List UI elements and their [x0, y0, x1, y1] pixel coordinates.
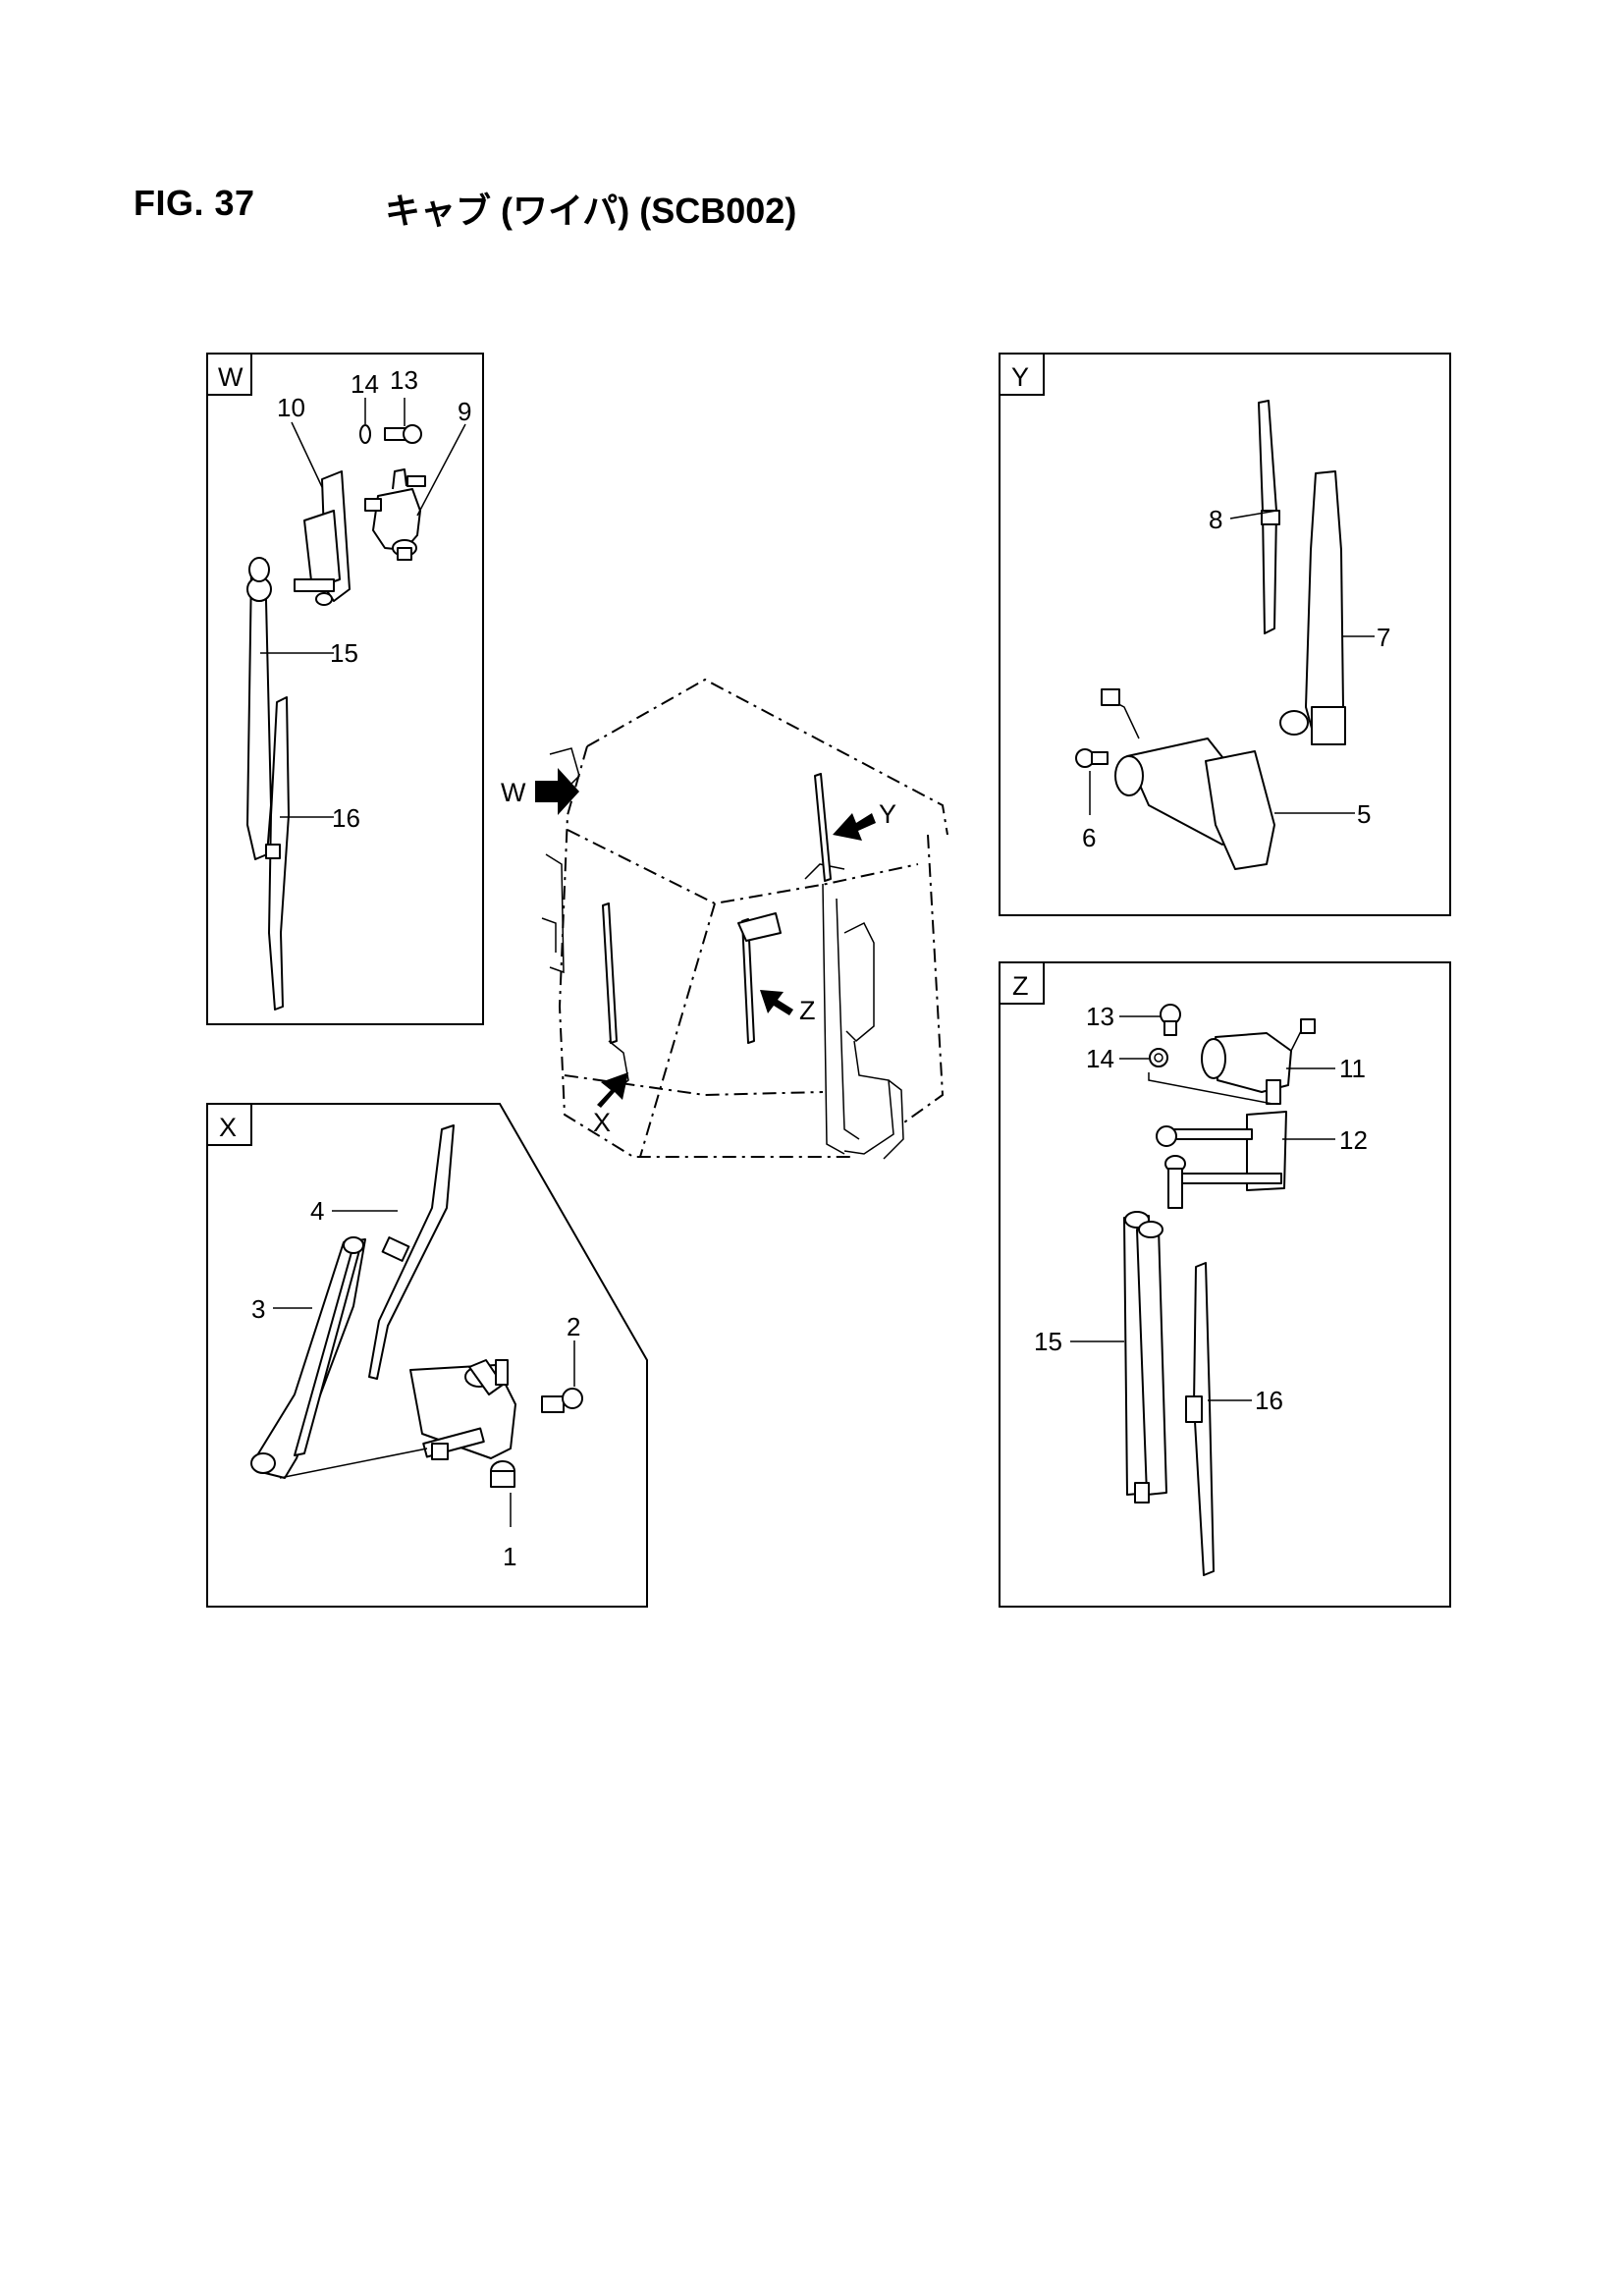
wiper-motor-w: [364, 468, 426, 561]
wiper-blade-x: [368, 1124, 455, 1380]
callout-z-16: 16: [1255, 1386, 1283, 1415]
panel-w: W: [206, 353, 484, 1025]
pivot-shaft-x: [422, 1427, 485, 1460]
bushing-1-x: [490, 1460, 515, 1488]
wiper-arm-y: [1279, 470, 1346, 745]
callout-w-15: 15: [330, 638, 358, 668]
cab-wiper-y: [814, 773, 832, 882]
cab-pillar-dash: [639, 902, 716, 1158]
panel-y-frame: [999, 353, 1451, 916]
cab-frame-left: [541, 747, 580, 974]
panel-y: Y 8 7 6 5: [999, 353, 1451, 916]
panel-y-tag-box: [999, 353, 1045, 396]
arrow-w: W: [501, 768, 579, 815]
washer-14-w: [359, 424, 371, 444]
panel-z-tag: Z: [1012, 971, 1029, 1001]
arrow-z-label: Z: [799, 996, 816, 1025]
callout-y-5: 5: [1357, 799, 1371, 829]
panel-z: Z: [999, 961, 1451, 1608]
callout-z-15: 15: [1034, 1327, 1062, 1356]
wiper-arm-w: [246, 557, 272, 860]
arrow-y-label: Y: [879, 799, 896, 829]
cab-midline-dash: [567, 829, 919, 905]
callout-w-13: 13: [390, 365, 418, 395]
bolt-6-y: [1075, 748, 1109, 768]
wiper-blade-z: [1185, 1262, 1215, 1576]
wiper-motor-x: [409, 1359, 516, 1459]
wiper-blade-w: [265, 696, 290, 1011]
panel-w-tag-box: [206, 353, 252, 396]
panel-x-tag: X: [219, 1113, 237, 1142]
callout-w-14: 14: [351, 369, 379, 399]
arrow-y: Y: [833, 799, 896, 841]
wiper-motor-z: [1201, 1018, 1317, 1105]
wiper-arm-x: [250, 1236, 366, 1479]
cab-roof-dash: [586, 678, 948, 836]
arrow-w-label: W: [501, 778, 526, 807]
panel-y-tag: Y: [1011, 362, 1029, 392]
cab-lower-dash: [564, 1074, 824, 1097]
cab-left-dash: [558, 745, 854, 1158]
linkage-12-z: [1156, 1111, 1287, 1209]
callout-z-13: 13: [1086, 1002, 1114, 1031]
callout-w-9: 9: [458, 397, 471, 426]
bolt-13-w: [384, 424, 422, 444]
callout-x-3: 3: [251, 1294, 265, 1324]
cab-bracket-z: [737, 912, 782, 942]
panel-z-tag-box: [999, 961, 1045, 1005]
washer-14-z: [1149, 1048, 1168, 1067]
callout-w-10: 10: [277, 393, 305, 422]
arrow-z: Z: [760, 990, 816, 1025]
cab-frame-right: [804, 863, 904, 1160]
wiper-arm-z: [1123, 1211, 1167, 1503]
bracket-w: [294, 470, 351, 606]
cab-rear-dash: [900, 834, 945, 1125]
figure-number: FIG. 37: [134, 183, 255, 223]
wiper-motor-y: [1101, 688, 1275, 870]
panel-w-tag: W: [218, 362, 243, 392]
callout-z-11: 11: [1339, 1054, 1366, 1083]
arrow-x-label: X: [593, 1108, 611, 1137]
wiper-blade-y: [1258, 400, 1280, 634]
panel-x-frame: [206, 1103, 648, 1608]
panel-z-frame: [999, 961, 1451, 1608]
bolt-2-x: [541, 1388, 583, 1413]
callout-z-12: 12: [1339, 1125, 1368, 1155]
panel-x: X: [206, 1103, 648, 1608]
callout-y-8: 8: [1209, 505, 1222, 534]
callout-x-2: 2: [567, 1312, 580, 1341]
figure-title: キャブ (ワイパ) (SCB002): [385, 191, 797, 231]
cab-overview: W X Y Z: [501, 678, 948, 1160]
cab-wiper-z: [741, 918, 755, 1044]
callout-x-1: 1: [503, 1542, 516, 1571]
callout-x-4: 4: [310, 1196, 324, 1226]
bolt-13-z: [1160, 1004, 1181, 1036]
arrow-x: X: [593, 1072, 628, 1137]
cab-wiper-x: [602, 902, 618, 1044]
callout-y-6: 6: [1082, 823, 1096, 852]
panel-x-tag-box: [206, 1103, 252, 1146]
panel-w-frame: [206, 353, 484, 1025]
callout-z-14: 14: [1086, 1044, 1114, 1073]
callout-w-16: 16: [332, 803, 360, 833]
callout-y-7: 7: [1377, 623, 1390, 652]
